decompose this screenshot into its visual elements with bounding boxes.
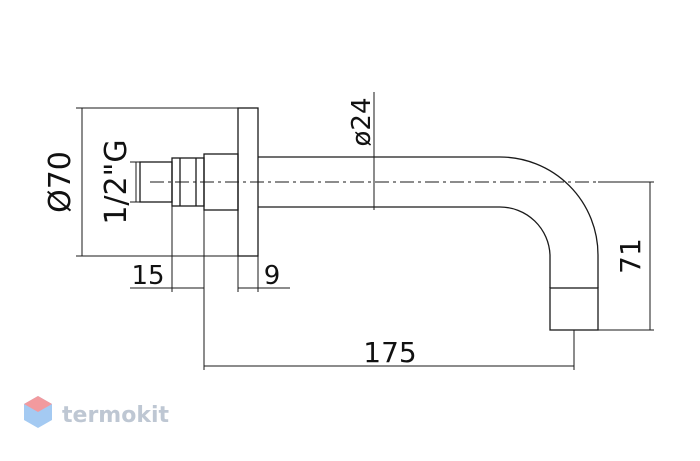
dim-drop-height: 71 (614, 238, 647, 274)
spout-pipe (258, 156, 599, 288)
watermark-logo: termokit (24, 396, 169, 428)
dim-total-length: 175 (363, 336, 416, 369)
dim-flange-thickness: 9 (264, 261, 281, 291)
logo-text: termokit (62, 403, 169, 428)
dim-thread-length: 15 (131, 261, 164, 291)
dim-pipe-diameter: ø24 (347, 98, 377, 147)
dimension-lines (76, 92, 654, 370)
dim-flange-diameter: Ø70 (43, 151, 78, 213)
aerator-tip (549, 287, 599, 331)
logo-hexagon-accent-icon (24, 396, 52, 412)
dim-thread-size: 1/2"G (99, 139, 134, 224)
